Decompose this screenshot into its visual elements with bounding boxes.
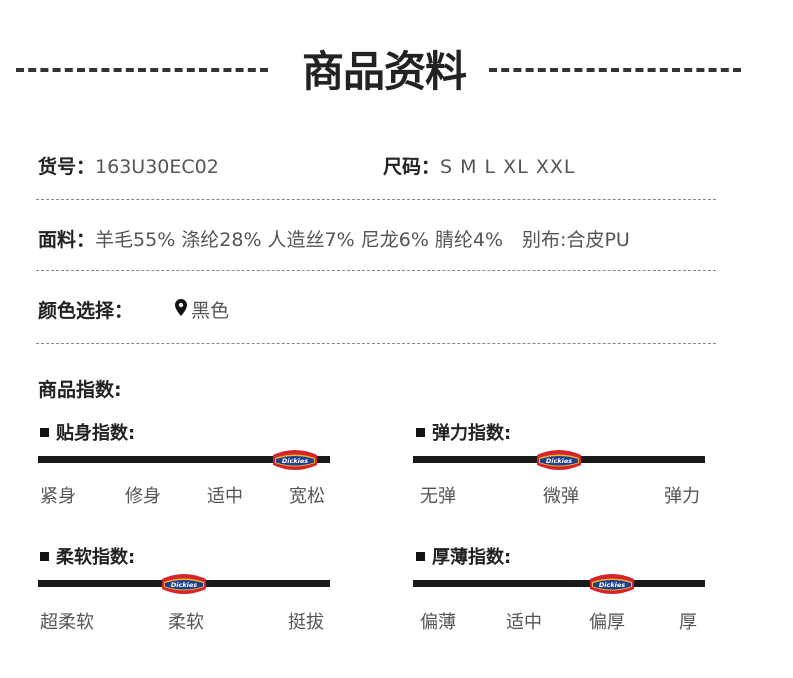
color-row: 颜色选择： 黑色 xyxy=(38,296,229,323)
fabric-label: 面料： xyxy=(38,229,96,251)
fit-label: 宽松 xyxy=(289,486,325,507)
dickies-logo-marker: Dickies xyxy=(533,449,585,471)
soft-label: 柔软 xyxy=(168,612,204,633)
square-bullet-icon xyxy=(416,551,425,561)
fit-index-bar xyxy=(38,456,330,463)
thick-index-title: 厚薄指数: xyxy=(416,543,511,569)
square-bullet-icon xyxy=(416,427,425,437)
soft-label: 超柔软 xyxy=(40,612,94,633)
size-row: 尺码：S M L XL XXL xyxy=(383,152,575,179)
divider xyxy=(36,343,716,344)
sku-row: 货号：163U30EC02 xyxy=(38,152,219,179)
indices-heading: 商品指数: xyxy=(38,379,122,401)
sku-label: 货号： xyxy=(38,156,96,178)
section-title-row: 商品资料 xyxy=(0,30,793,100)
elastic-label: 无弹 xyxy=(420,486,456,507)
thick-label: 适中 xyxy=(506,612,542,633)
dickies-logo-marker: Dickies xyxy=(586,573,638,595)
title-dash-left xyxy=(16,68,268,72)
size-value: S M L XL XXL xyxy=(440,156,576,178)
elastic-index-title: 弹力指数: xyxy=(416,419,511,445)
divider xyxy=(36,199,716,200)
fit-index-title: 贴身指数: xyxy=(40,419,135,445)
elastic-label: 微弹 xyxy=(543,486,579,507)
brand-logo-text: Dickies xyxy=(282,457,308,465)
size-label: 尺码： xyxy=(383,156,441,178)
color-value: 黑色 xyxy=(191,300,230,322)
page-title: 商品资料 xyxy=(301,47,467,96)
thick-label: 偏薄 xyxy=(420,612,456,633)
thick-index-bar xyxy=(413,580,705,587)
title-dash-right xyxy=(489,68,741,72)
fit-label: 适中 xyxy=(207,486,243,507)
location-pin-icon xyxy=(175,298,188,321)
brand-logo-text: Dickies xyxy=(546,457,572,465)
fit-label: 紧身 xyxy=(40,486,76,507)
fit-label: 修身 xyxy=(125,486,161,507)
square-bullet-icon xyxy=(40,551,49,561)
square-bullet-icon xyxy=(40,427,49,437)
soft-index-title: 柔软指数: xyxy=(40,543,135,569)
elastic-label: 弹力 xyxy=(664,486,700,507)
color-label: 颜色选择： xyxy=(38,300,134,322)
thick-label: 偏厚 xyxy=(589,612,625,633)
brand-logo-text: Dickies xyxy=(598,581,624,589)
fabric-row: 面料：羊毛55% 涤纶28% 人造丝7% 尼龙6% 腈纶4% 别布:合皮PU xyxy=(38,225,630,252)
brand-logo-text: Dickies xyxy=(171,581,197,589)
divider xyxy=(36,270,716,271)
fabric-value: 羊毛55% 涤纶28% 人造丝7% 尼龙6% 腈纶4% 别布:合皮PU xyxy=(95,229,630,251)
sku-value: 163U30EC02 xyxy=(95,156,219,178)
soft-label: 挺拔 xyxy=(288,612,324,633)
thick-label: 厚 xyxy=(679,612,697,633)
dickies-logo-marker: Dickies xyxy=(158,573,210,595)
dickies-logo-marker: Dickies xyxy=(269,449,321,471)
